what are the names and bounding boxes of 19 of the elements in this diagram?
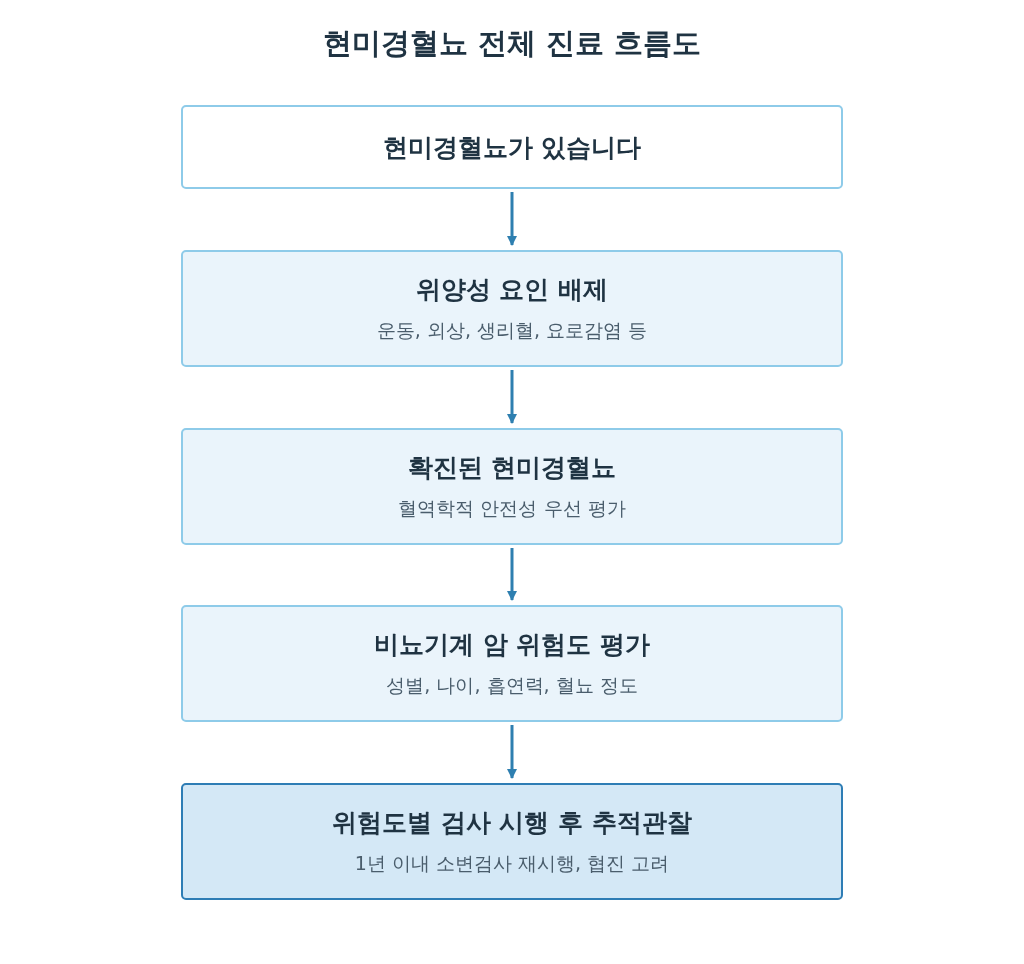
box-heading: 비뇨기계 암 위험도 평가 [373, 629, 651, 661]
process-box [181, 250, 843, 367]
box-description: 성별, 나이, 흡연력, 혈뇨 정도 [386, 673, 638, 698]
box-heading: 위험도별 검사 시행 후 추적관찰 [332, 807, 692, 839]
title: 현미경혈뇨 전체 진료 흐름도 [321, 25, 703, 62]
box-description: 1년 이내 소변검사 재시행, 협진 고려 [354, 851, 670, 876]
arrow [507, 548, 517, 601]
arrow [507, 192, 517, 246]
process-box [181, 783, 843, 900]
box-heading: 현미경혈뇨가 있습니다 [382, 131, 642, 164]
box-heading: 위양성 요인 배제 [415, 274, 609, 306]
arrow [507, 370, 517, 424]
process-box [181, 428, 843, 545]
box-description: 운동, 외상, 생리혈, 요로감염 등 [376, 318, 648, 343]
process-box [181, 605, 843, 722]
box-description: 혈역학적 안전성 우선 평가 [398, 496, 626, 521]
box-heading: 확진된 현미경혈뇨 [407, 452, 617, 484]
arrow [507, 725, 517, 779]
process-box [181, 105, 843, 189]
